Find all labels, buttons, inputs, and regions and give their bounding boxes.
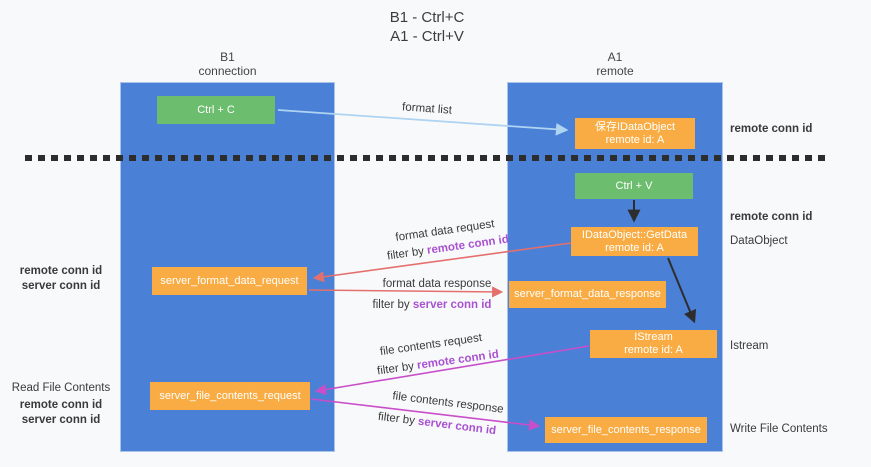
node-ctrl-c: Ctrl + C — [157, 96, 275, 124]
node-server-format-data-response: server_format_data_response — [509, 281, 666, 308]
label-file-contents-response-filter: filter by server conn id — [377, 411, 496, 437]
label-format-data-response: format data response — [382, 278, 492, 290]
diagram-title: B1 - Ctrl+C A1 - Ctrl+V — [327, 8, 527, 46]
lane-b1-name: B1 — [220, 50, 235, 64]
dashed-divider-line — [25, 155, 831, 161]
label-right-remote-conn-id-top: remote conn id — [730, 123, 813, 135]
label-read-file-contents: Read File Contents — [11, 382, 111, 394]
node-idataobject-getdata: IDataObject::GetData remote id: A — [571, 227, 698, 256]
lane-header-b1: B1 connection — [120, 50, 335, 78]
filter-prefix: filter by — [372, 299, 413, 311]
label-left-server-conn-id-bottom: server conn id — [21, 414, 101, 426]
lane-b1-role: connection — [198, 64, 257, 78]
filter-key-server-conn-id: server conn id — [417, 415, 497, 438]
filter-key-remote-conn-id: remote conn id — [416, 348, 500, 372]
node-ctrl-v: Ctrl + V — [575, 173, 693, 199]
node-server-format-data-request: server_format_data_request — [152, 267, 307, 295]
title-line-2: A1 - Ctrl+V — [390, 28, 464, 45]
filter-prefix: filter by — [386, 244, 428, 263]
node-save-idataobject: 保存IDataObject remote id: A — [575, 118, 695, 149]
node-server-file-contents-request: server_file_contents_request — [150, 382, 310, 410]
save-idataobject-line2: remote id: A — [605, 133, 665, 146]
istream-line2: remote id: A — [624, 344, 683, 356]
filter-prefix: filter by — [377, 410, 419, 428]
ctrl-v-label: Ctrl + V — [615, 179, 653, 192]
server-format-data-response-label: server_format_data_response — [514, 288, 661, 300]
node-istream: IStream remote id: A — [590, 330, 717, 358]
node-server-file-contents-response: server_file_contents_response — [545, 417, 707, 443]
lane-a1-name: A1 — [607, 50, 623, 64]
server-format-data-request-label: server_format_data_request — [160, 274, 299, 287]
label-format-list: format list — [401, 101, 453, 117]
save-idataobject-line1: 保存IDataObject — [594, 120, 676, 133]
istream-line1: IStream — [634, 331, 673, 343]
server-file-contents-request-label: server_file_contents_request — [159, 389, 301, 402]
getdata-line1: IDataObject::GetData — [581, 228, 688, 241]
label-istream-side: Istream — [730, 340, 769, 352]
ctrl-c-label: Ctrl + C — [197, 103, 235, 116]
filter-key-server-conn-id: server conn id — [412, 299, 492, 311]
label-write-file-contents: Write File Contents — [730, 423, 828, 435]
label-left-remote-conn-id-mid: remote conn id — [19, 265, 103, 277]
lane-a1-role: remote — [596, 64, 634, 78]
arrow-format-data-response — [308, 286, 504, 298]
title-line-1: B1 - Ctrl+C — [389, 9, 465, 26]
label-format-data-response-filter: filter by server conn id — [373, 299, 492, 311]
label-dataobject: DataObject — [730, 235, 788, 247]
label-right-remote-conn-id-mid: remote conn id — [730, 211, 813, 223]
label-left-server-conn-id-mid: server conn id — [21, 280, 101, 292]
label-left-remote-conn-id-bottom: remote conn id — [19, 399, 103, 411]
label-file-contents-response: file contents response — [391, 390, 505, 416]
getdata-line2: remote id: A — [605, 241, 664, 254]
filter-prefix: filter by — [376, 359, 418, 378]
server-file-contents-response-label: server_file_contents_response — [551, 423, 701, 436]
lane-header-a1: A1 remote — [507, 50, 723, 78]
